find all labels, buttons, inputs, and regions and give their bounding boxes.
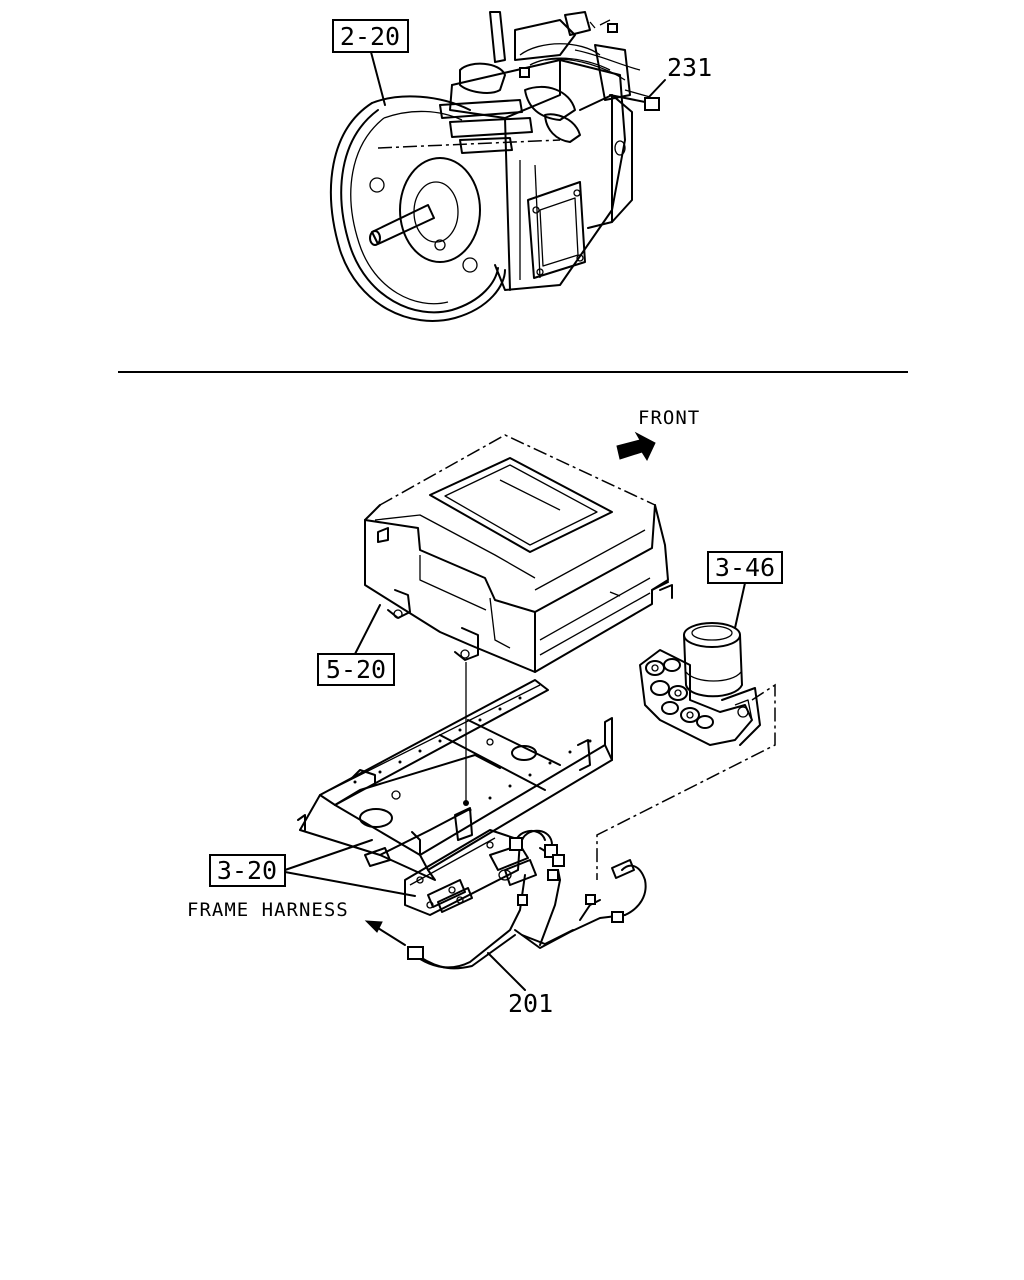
frame-harness-label: FRAME HARNESS [187, 899, 349, 921]
front-direction-arrow-icon [616, 431, 656, 462]
callout-ref-2-20: 2-20 [332, 19, 409, 106]
valve-bracket [404, 829, 565, 916]
ref-3-20-label: 3-20 [217, 856, 277, 885]
part-201-label: 201 [508, 989, 553, 1018]
callout-ref-5-20: 5-20 [317, 604, 395, 686]
cab-cover-assembly [364, 434, 673, 673]
ref-3-46-label: 3-46 [715, 553, 775, 582]
front-label: FRONT [638, 407, 700, 429]
callout-part-201: 201 [487, 952, 553, 1018]
part-231-label: 231 [667, 53, 712, 82]
harness-connector-right [611, 911, 624, 923]
chassis-frame [297, 679, 613, 881]
harness-connector-front [407, 946, 424, 960]
front-indicator: FRONT [616, 407, 700, 462]
air-dryer-assembly [639, 622, 761, 746]
ref-2-20-label: 2-20 [340, 22, 400, 51]
frame-harness-201 [407, 859, 647, 970]
transmission-assembly [330, 11, 660, 322]
callout-ref-3-46: 3-46 [707, 551, 783, 629]
callout-ref-3-20: 3-20 [209, 839, 416, 897]
mount-point [463, 800, 469, 806]
frame-harness-arrow-icon [364, 920, 383, 933]
ref-5-20-label: 5-20 [326, 655, 386, 684]
frame-harness-indicator: FRAME HARNESS [187, 899, 406, 946]
callout-part-231: 231 [647, 53, 712, 99]
dryer-harness-link [596, 683, 776, 880]
